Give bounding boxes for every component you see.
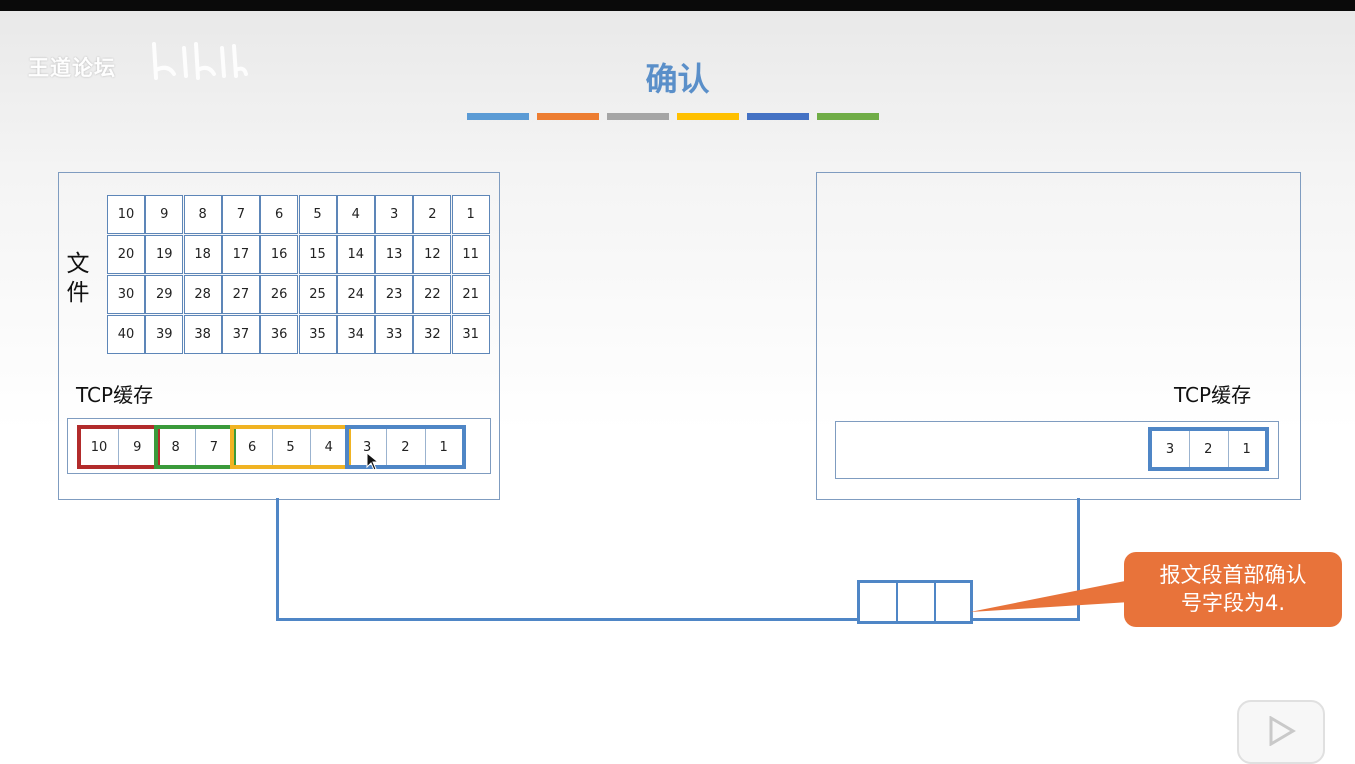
file-cell: 16 xyxy=(260,235,299,274)
file-cell: 27 xyxy=(221,275,260,314)
file-cell: 29 xyxy=(145,275,184,314)
receiver-buffer-segment: 3 xyxy=(1165,441,1175,457)
segment-group-outline xyxy=(77,425,160,469)
file-cell: 22 xyxy=(413,275,452,314)
segment-divider xyxy=(309,428,311,466)
file-cell: 3 xyxy=(375,195,414,234)
sender-buffer-segment: 8 xyxy=(171,439,180,455)
sender-buffer-segment: 9 xyxy=(133,439,142,455)
file-cell: 17 xyxy=(221,235,260,274)
link-wire-horizontal xyxy=(276,618,1079,621)
segment-divider xyxy=(118,428,120,466)
callout-bubble: 报文段首部确认 号字段为4. xyxy=(1124,552,1342,627)
receiver-wire-vertical xyxy=(1077,498,1080,621)
sender-buffer-segment: 3 xyxy=(362,439,372,455)
sender-buffer-segment: 1 xyxy=(439,439,448,455)
file-cell: 28 xyxy=(183,275,222,314)
sender-buffer-segment: 4 xyxy=(324,439,333,455)
file-cell: 40 xyxy=(107,315,145,354)
file-cell: 39 xyxy=(145,315,184,354)
segment-divider xyxy=(194,428,196,466)
mouse-cursor-icon xyxy=(366,452,380,471)
bilibili-logo xyxy=(152,42,248,80)
sender-buffer-segment: 6 xyxy=(248,439,257,455)
receiver-tcp-label: TCP缓存 xyxy=(1174,383,1252,407)
file-cell: 19 xyxy=(145,235,184,274)
sender-panel xyxy=(58,172,500,500)
segment-divider xyxy=(424,428,426,466)
sender-buffer-segment: 5 xyxy=(286,439,295,455)
file-cell: 12 xyxy=(413,235,452,274)
file-cell: 14 xyxy=(336,235,375,274)
slide xyxy=(0,11,1355,750)
video-top-bar xyxy=(0,0,1355,11)
file-cell: 38 xyxy=(183,315,222,354)
title-color-bar xyxy=(537,113,599,120)
file-cell: 30 xyxy=(107,275,145,314)
title-color-bar xyxy=(607,113,669,120)
sender-tcp-label: TCP缓存 xyxy=(76,383,154,407)
file-cell: 21 xyxy=(451,275,490,314)
receiver-panel xyxy=(816,172,1301,500)
segment-divider xyxy=(1227,430,1229,468)
file-cell: 5 xyxy=(298,195,337,234)
title-color-bar xyxy=(677,113,739,120)
file-cell: 34 xyxy=(336,315,375,354)
segment-divider xyxy=(386,428,388,466)
file-cell: 9 xyxy=(145,195,184,234)
file-cell: 15 xyxy=(298,235,337,274)
segment-divider xyxy=(271,428,273,466)
sender-buffer-segment: 10 xyxy=(90,439,108,455)
packet-divider xyxy=(896,583,898,621)
receiver-buffer-segment: 2 xyxy=(1204,441,1213,457)
file-cell: 32 xyxy=(413,315,452,354)
slide-title: 确认 xyxy=(645,60,710,98)
file-cell: 7 xyxy=(221,195,260,234)
play-button[interactable] xyxy=(1237,700,1325,764)
file-cell: 20 xyxy=(107,235,145,274)
file-cell: 1 xyxy=(451,195,490,234)
segment-group-outline xyxy=(153,425,237,469)
watermark-text: 王道论坛 xyxy=(28,56,116,80)
file-cell: 37 xyxy=(221,315,260,354)
title-color-bar xyxy=(747,113,809,120)
file-cell: 2 xyxy=(413,195,452,234)
sender-buffer-segment: 2 xyxy=(401,439,410,455)
packet-divider xyxy=(934,583,936,621)
file-cell: 13 xyxy=(375,235,414,274)
title-color-bar xyxy=(817,113,879,120)
file-cell: 6 xyxy=(260,195,299,234)
file-cell: 10 xyxy=(107,195,145,234)
file-cell: 18 xyxy=(183,235,222,274)
file-cell: 11 xyxy=(451,235,490,274)
callout-line2: 号字段为4. xyxy=(1180,591,1286,615)
callout-pointer xyxy=(970,580,1130,612)
segment-group-outline xyxy=(230,425,352,469)
file-cell: 26 xyxy=(260,275,299,314)
file-label: 文件 xyxy=(66,251,90,306)
sender-wire-vertical xyxy=(276,498,279,621)
file-cell: 35 xyxy=(298,315,337,354)
file-cell: 25 xyxy=(298,275,337,314)
ack-packet xyxy=(857,580,973,624)
file-cell: 8 xyxy=(183,195,222,234)
segment-group-outline xyxy=(1148,427,1269,471)
file-cell: 4 xyxy=(336,195,375,234)
receiver-buffer-segment: 1 xyxy=(1242,441,1251,457)
file-cell: 36 xyxy=(260,315,299,354)
segment-group-outline xyxy=(345,425,466,469)
file-cell: 23 xyxy=(375,275,414,314)
play-icon xyxy=(1269,716,1296,746)
title-color-bar xyxy=(467,113,529,120)
sender-buffer-segment: 7 xyxy=(209,439,219,455)
segment-divider xyxy=(1189,430,1191,468)
file-cell: 24 xyxy=(336,275,375,314)
file-cell: 33 xyxy=(375,315,414,354)
callout-line1: 报文段首部确认 xyxy=(1159,563,1307,587)
file-cell: 31 xyxy=(451,315,490,354)
